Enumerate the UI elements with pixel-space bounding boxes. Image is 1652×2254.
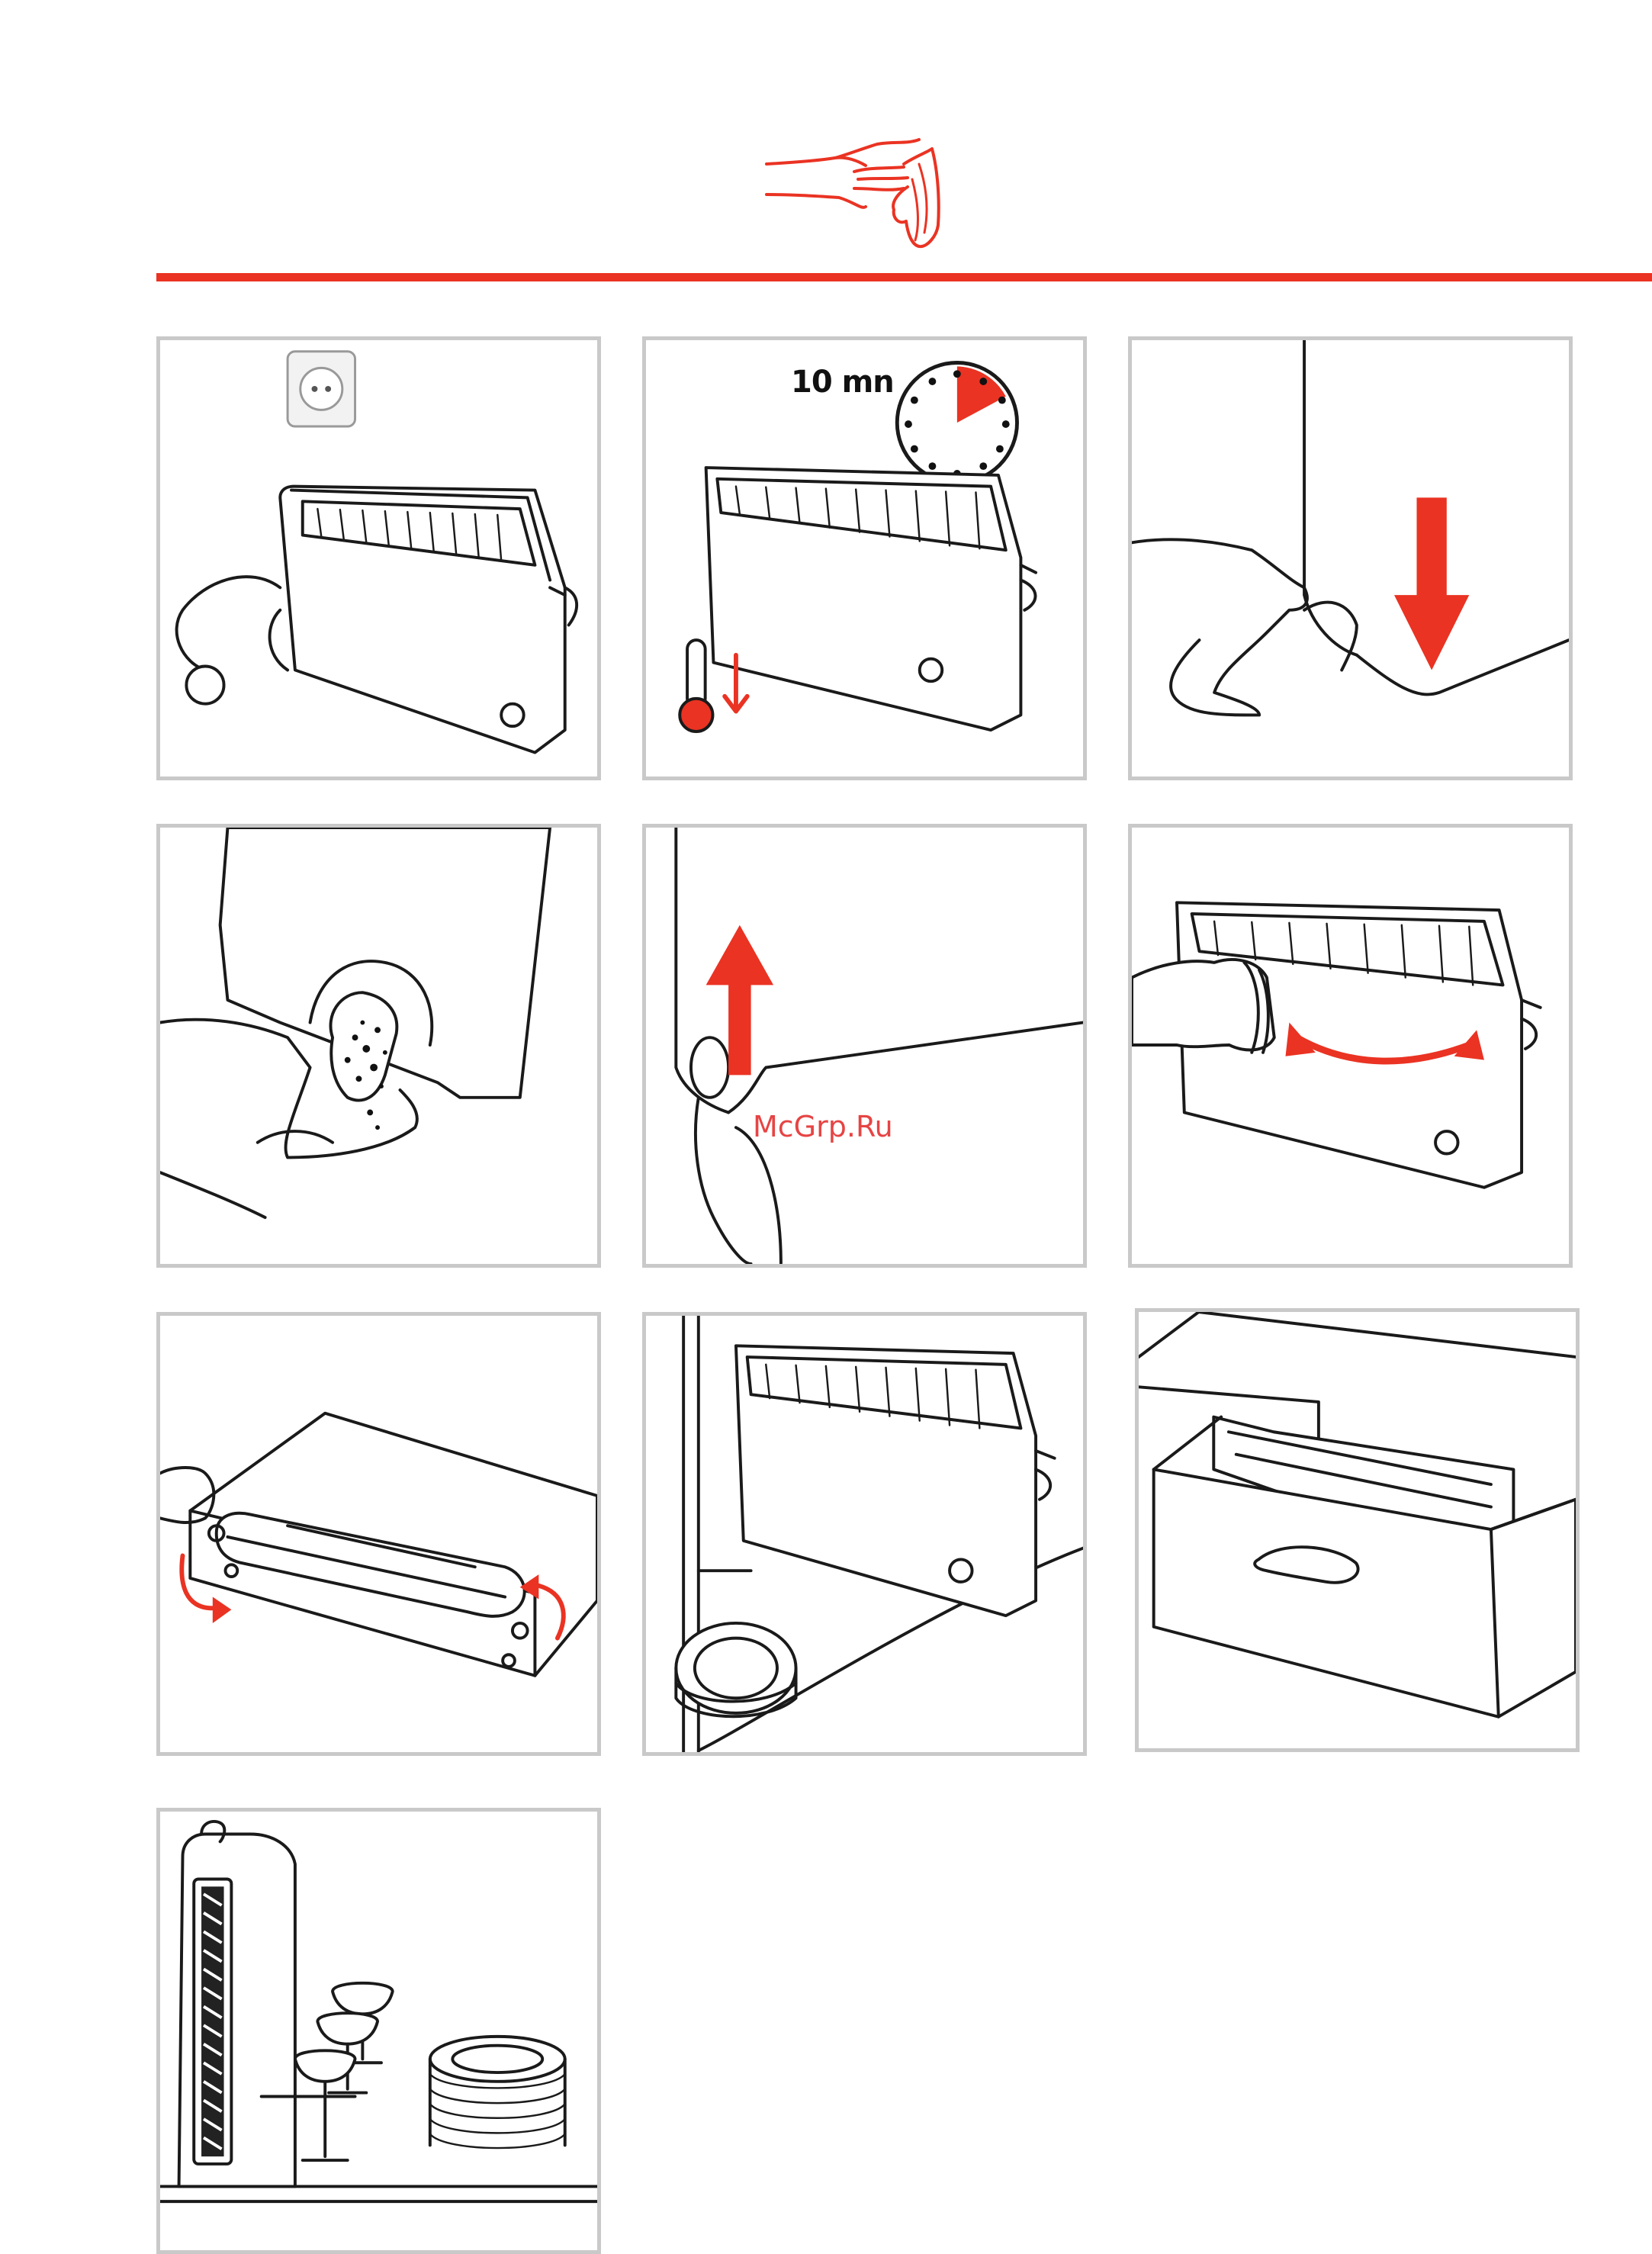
panel-press-release — [1128, 336, 1573, 780]
panel-cupboard — [642, 1312, 1087, 1756]
drawer-storage-icon — [1139, 1312, 1576, 1748]
timer-label: 10 mn — [791, 365, 894, 400]
close-crumb-tray-icon — [646, 828, 1083, 1264]
panel-upright — [156, 1808, 601, 2254]
panel-unplug — [156, 336, 601, 780]
panel-close-tray: McGrp.Ru — [642, 824, 1087, 1268]
unplugged-toaster-icon — [160, 340, 597, 777]
wipe-toaster-cloth-icon — [1132, 828, 1569, 1264]
panel-empty-tray — [156, 824, 601, 1268]
panel-wipe — [1128, 824, 1573, 1268]
header-rule — [156, 273, 1652, 281]
panel-cord-storage — [156, 1312, 601, 1756]
panel-drawer — [1135, 1308, 1580, 1752]
upright-storage-icon — [160, 1812, 597, 2250]
hand-wiping-cloth-icon — [763, 133, 961, 256]
panel-cool-down: 10 mn — [642, 336, 1087, 780]
press-crumb-tray-release-icon — [1132, 340, 1569, 777]
watermark: McGrp.Ru — [753, 1110, 893, 1143]
cord-storage-icon — [160, 1316, 597, 1752]
cooling-toaster-timer-icon — [646, 340, 1083, 777]
cupboard-storage-icon — [646, 1316, 1083, 1752]
empty-crumb-tray-icon — [160, 828, 597, 1264]
